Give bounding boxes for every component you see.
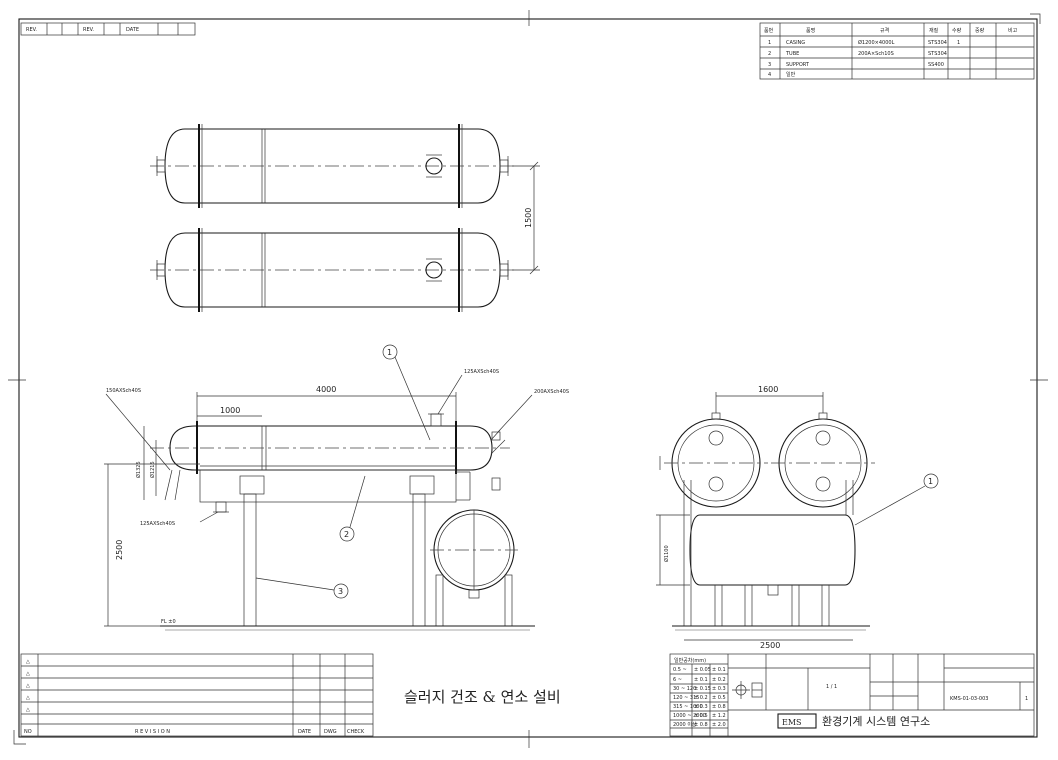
balloon-1-side: 1 xyxy=(928,477,933,486)
revision-date-label: DATE xyxy=(298,729,311,735)
drawing-title: 슬러지 건조 & 연소 설비 xyxy=(404,688,561,706)
tol-r4-c3: ± 0.5 xyxy=(712,695,726,701)
parts-header-weight: 중량 xyxy=(975,27,985,34)
top-view-vessel-lower xyxy=(150,228,515,312)
top-bar-date: DATE xyxy=(126,27,139,33)
drawing-frame xyxy=(8,10,1048,748)
parts-header-spec: 규격 xyxy=(880,27,889,34)
tol-r2-c2: ± 0.1 xyxy=(694,677,708,683)
parts-row2-no: 2 xyxy=(768,51,771,57)
label-125a-top: 125AXSch40S xyxy=(464,369,499,375)
parts-row1-no: 1 xyxy=(768,40,771,46)
dim-top-spacing: 1500 xyxy=(524,208,533,228)
front-view-balloons: 1 2 3 xyxy=(255,344,431,599)
dim-front-inner: Ø1215 xyxy=(149,461,156,478)
label-150a: 150AXSch40S xyxy=(106,388,141,394)
parts-header-no: 품번 xyxy=(764,27,774,34)
parts-header-name: 품명 xyxy=(806,27,815,34)
parts-row2-spec: 200A×Sch10S xyxy=(858,51,894,57)
svg-text:△: △ xyxy=(26,707,30,713)
tol-r2-c1: 6 ~ xyxy=(673,677,682,683)
sheet-number: 1 xyxy=(1025,696,1028,702)
revision-no-label: NO xyxy=(24,729,32,735)
parts-header-note: 비고 xyxy=(1008,27,1018,34)
parts-row1-material: STS304 xyxy=(928,40,947,46)
front-view-nozzle-labels: 150AXSch40S 125AXSch40S 200AXSch40S 125A… xyxy=(105,369,569,527)
tol-r7-c3: ± 2.0 xyxy=(712,722,726,728)
balloon-2: 2 xyxy=(344,530,349,539)
top-view-spacing-dimension: 1500 xyxy=(512,161,540,275)
title-block: 일반공차(mm) 0.5 ~ ± 0.05 ± 0.1 6 ~ ± 0.1 ± … xyxy=(669,653,1035,737)
balloon-1: 1 xyxy=(387,348,392,357)
tol-r7-c2: ± 0.8 xyxy=(694,722,708,728)
tol-r5-c3: ± 0.8 xyxy=(712,704,726,710)
svg-text:△: △ xyxy=(26,659,30,665)
balloon-3: 3 xyxy=(338,587,343,596)
scale-value: 1 / 1 xyxy=(826,684,837,690)
parts-row2-material: STS304 xyxy=(928,51,947,57)
tol-r1-c1: 0.5 ~ xyxy=(673,667,687,673)
parts-row3-no: 3 xyxy=(768,62,771,68)
dim-fl: FL ±0 xyxy=(161,619,176,625)
tol-r6-c1: 1000 ~ 2000 xyxy=(673,713,706,719)
parts-row4-name: 일반 xyxy=(786,71,796,78)
top-bar-rev1: REV. xyxy=(26,27,37,33)
dim-front-length: 4000 xyxy=(316,385,336,394)
tol-r4-c2: ± 0.2 xyxy=(694,695,708,701)
tol-r5-c1: 315 ~ 1000 xyxy=(673,704,703,710)
parts-row4-no: 4 xyxy=(768,72,771,78)
tol-r7-c1: 2000 이상 xyxy=(673,721,697,728)
dim-side-top: 1600 xyxy=(758,385,778,394)
tol-r2-c3: ± 0.2 xyxy=(712,677,726,683)
revision-check-label: CHECK xyxy=(347,729,365,735)
parts-row1-qty: 1 xyxy=(957,40,960,46)
dim-side-bottom: 2500 xyxy=(760,641,780,650)
parts-row3-name: SUPPORT xyxy=(786,62,810,68)
drawing-number: KMS-01-03-003 xyxy=(950,696,988,702)
tol-r3-c1: 30 ~ 120 xyxy=(673,686,696,692)
tol-r3-c3: ± 0.3 xyxy=(712,686,726,692)
dim-front-height: 2500 xyxy=(115,540,124,560)
tol-r5-c2: ± 0.3 xyxy=(694,704,708,710)
parts-header-qty: 수량 xyxy=(952,27,962,34)
top-bar-rev2: REV. xyxy=(83,27,94,33)
tol-r1-c3: ± 0.1 xyxy=(712,667,726,673)
tol-r6-c2: ± 0.5 xyxy=(694,713,708,719)
parts-header-material: 재질 xyxy=(929,27,939,34)
tolerance-header: 일반공차(mm) xyxy=(674,657,706,664)
front-view-vessel xyxy=(150,413,510,513)
label-200a: 200AXSch40S xyxy=(534,389,569,395)
tol-r6-c3: ± 1.2 xyxy=(712,713,726,719)
svg-text:△: △ xyxy=(26,671,30,677)
parts-row1-name: CASING xyxy=(786,40,805,46)
company-logo: EMS xyxy=(782,718,802,727)
label-125a-bottom: 125AXSch40S xyxy=(140,521,175,527)
revision-dwg-label: DWG xyxy=(324,729,337,735)
top-view-vessel-upper xyxy=(150,124,515,208)
svg-text:△: △ xyxy=(26,695,30,701)
revision-block: △ △ △ △ △ NO R E V I S I O N DATE DWG CH… xyxy=(20,653,374,737)
revision-label: R E V I S I O N xyxy=(135,729,170,735)
tol-r1-c2: ± 0.05 xyxy=(694,667,711,673)
tol-r3-c2: ± 0.15 xyxy=(694,686,711,692)
parts-row1-spec: Ø1200×4000L xyxy=(858,39,895,46)
dim-front-sub: 1000 xyxy=(220,406,240,415)
svg-text:△: △ xyxy=(26,683,30,689)
dim-front-dia: Ø1325 xyxy=(135,461,142,478)
dim-side-height: Ø1100 xyxy=(663,545,670,562)
side-view: 1600 2500 Ø1100 1 xyxy=(656,385,939,650)
parts-row3-material: SS400 xyxy=(928,62,944,68)
parts-row2-name: TUBE xyxy=(785,51,799,57)
top-revision-bar: REV. REV. DATE xyxy=(20,22,196,36)
tol-r4-c1: 120 ~ 315 xyxy=(673,695,699,701)
parts-table: 품번 품명 규격 재질 수량 중량 비고 1 CASING Ø1200×4000… xyxy=(759,22,1035,80)
front-view-floor xyxy=(160,625,535,631)
company-name: 환경기계 시스템 연구소 xyxy=(822,715,930,728)
front-view-dimensions: 4000 1000 2500 Ø1325 Ø1215 FL ±0 xyxy=(104,385,457,627)
